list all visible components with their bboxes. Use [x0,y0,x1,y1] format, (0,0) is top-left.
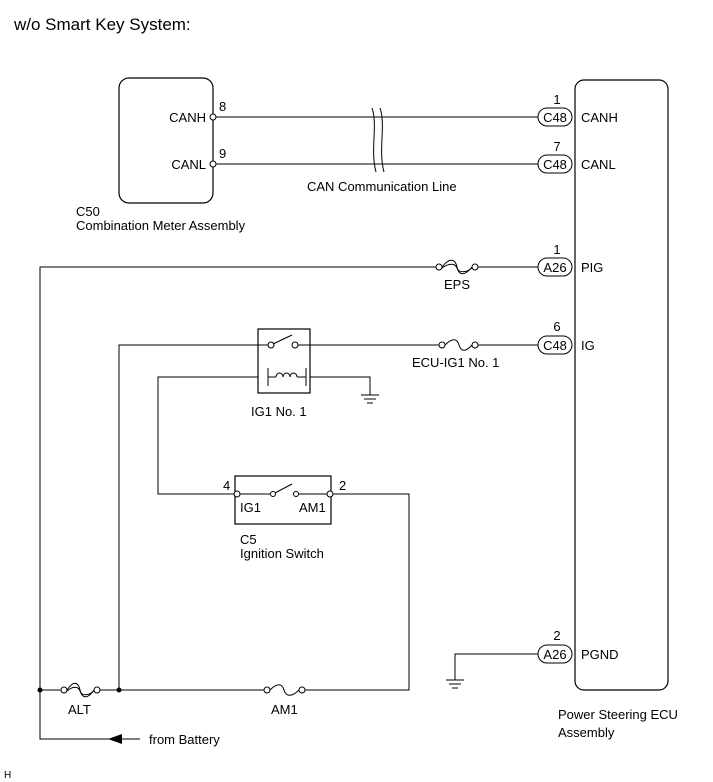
ecu-pin-label-ig: IG [581,338,595,353]
junction-dot [116,687,122,693]
meter-pin-number-8: 8 [219,99,226,114]
ignition-switch-box [234,475,332,525]
ecu-pin-number: 6 [553,319,560,334]
relay-box [257,328,311,394]
connector-code: C48 [543,157,567,172]
ecu-name-line2: Assembly [558,725,615,740]
am1-wire-right [305,493,410,691]
switch-pin-number-4: 4 [223,478,230,493]
meter-pin-label-canh: CANH [169,110,206,125]
relay-coil-icon [275,372,298,378]
ecu-pin-label-canl: CANL [581,157,616,172]
ecu-name-line1: Power Steering ECU [558,707,678,722]
meter-code: C50 [76,204,100,219]
switch-terminal-4 [233,490,241,498]
combination-meter-box [118,77,214,204]
ecu-pin-label-pig: PIG [581,260,603,275]
meter-name: Combination Meter Assembly [76,218,246,233]
ecu-pin-number: 1 [553,92,560,107]
ecu-ig1-fuse-label: ECU-IG1 No. 1 [412,355,499,370]
battery-feed: from Battery [39,690,220,747]
connector-code: C48 [543,110,567,125]
switch-code: C5 [240,532,257,547]
can-lines: CAN Communication Line [216,107,538,194]
pgnd-wire [454,653,538,680]
pig-circuit: EPS [39,259,538,690]
footer-mark: H [4,770,11,781]
ig-wire-left [118,344,258,690]
alt-fuse-label: ALT [68,702,91,717]
pgnd-circuit [446,653,538,689]
ecu-pin-label-pgnd: PGND [581,647,619,662]
switch-contact-icon [274,483,293,494]
ecu-pin-label-canh: CANH [581,110,618,125]
am1-fuse-label: AM1 [271,702,298,717]
switch-terminal-am1: AM1 [299,500,326,515]
relay-label: IG1 No. 1 [251,404,307,419]
meter-terminal-canl [209,160,217,168]
eps-fuse-icon [435,259,479,275]
am1-fuse-icon [263,684,306,696]
ig1-relay: IG1 No. 1 [251,328,311,419]
ecu-ig1-fuse-icon [438,339,479,351]
meter-terminal-canh [209,113,217,121]
can-communication-line-label: CAN Communication Line [307,179,457,194]
connector-code: A26 [543,647,566,662]
eps-fuse-label: EPS [444,277,470,292]
ecu-pin-number: 7 [553,139,560,154]
switch-terminal-ig1: IG1 [240,500,261,515]
switch-terminal-2 [326,490,334,498]
diagram-title: w/o Smart Key System: [13,15,191,34]
bottom-bus: ALT AM1 [37,682,306,717]
arrow-left-icon [108,734,122,744]
ecu-box [574,79,669,691]
ignition-switch: 4 2 IG1 AM1 C5 Ignition Switch [223,475,346,561]
alt-fuse-icon [60,682,101,698]
power-steering-ecu: Power Steering ECU Assembly C48 1 CANH C… [537,79,678,740]
ground-icon [446,679,464,689]
can-break-mark-left [371,107,377,173]
switch-pin-number-2: 2 [339,478,346,493]
connector-c48-canl [537,154,573,174]
battery-wire [39,690,140,740]
relay-contact-icon [272,334,293,345]
connector-code: C48 [543,338,567,353]
meter-pin-label-canl: CANL [171,157,206,172]
ig-circuit: ECU-IG1 No. 1 [118,339,538,690]
ecu-pin-number: 1 [553,242,560,257]
battery-label: from Battery [149,732,220,747]
switch-name: Ignition Switch [240,546,324,561]
connector-code: A26 [543,260,566,275]
coil-wire-ground [310,376,371,395]
ecu-pin-number: 2 [553,628,560,643]
ground-icon [361,394,379,404]
can-break-mark-right [379,107,385,173]
meter-pin-number-9: 9 [219,146,226,161]
coil-wire-left [157,376,258,495]
connector-c48-canh [537,107,573,127]
pig-wire-left [39,266,436,690]
combination-meter-assembly: CANH CANL 8 9 C50 Combination Meter Asse… [76,77,246,233]
